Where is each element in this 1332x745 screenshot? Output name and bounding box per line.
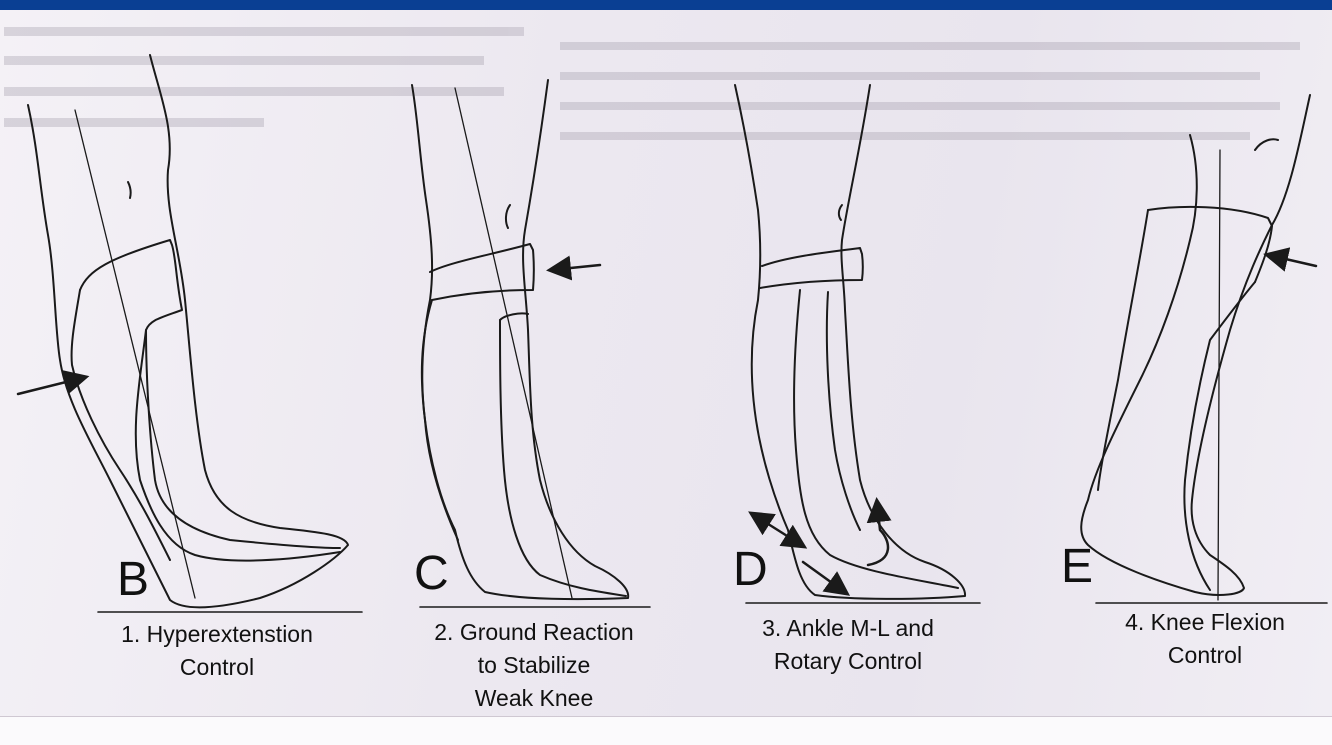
caption-ground-reaction: 2. Ground Reaction to Stabilize Weak Kne… bbox=[398, 616, 670, 715]
caption-line: 1. Hyperextenstion bbox=[82, 618, 352, 651]
caption-line: Rotary Control bbox=[712, 645, 984, 678]
leg-figure-b bbox=[18, 55, 362, 612]
caption-knee-flexion-control: 4. Knee Flexion Control bbox=[1090, 606, 1320, 672]
panel-letter-b: B bbox=[117, 556, 149, 604]
caption-line: Control bbox=[1090, 639, 1320, 672]
panel-letter-e: E bbox=[1061, 543, 1093, 591]
caption-ankle-ml-rotary-control: 3. Ankle M-L and Rotary Control bbox=[712, 612, 984, 678]
leg-figure-d bbox=[735, 85, 980, 603]
caption-hyperextension-control: 1. Hyperextenstion Control bbox=[82, 618, 352, 684]
caption-line: to Stabilize bbox=[398, 649, 670, 682]
caption-line: 4. Knee Flexion bbox=[1090, 606, 1320, 639]
leg-figure-e bbox=[1081, 95, 1327, 603]
leg-figure-c bbox=[412, 80, 650, 607]
panel-letter-d: D bbox=[733, 546, 768, 594]
caption-line: 3. Ankle M-L and bbox=[712, 612, 984, 645]
caption-line: Control bbox=[82, 651, 352, 684]
caption-line: Weak Knee bbox=[398, 682, 670, 715]
caption-line: 2. Ground Reaction bbox=[398, 616, 670, 649]
panel-letter-c: C bbox=[414, 550, 449, 598]
